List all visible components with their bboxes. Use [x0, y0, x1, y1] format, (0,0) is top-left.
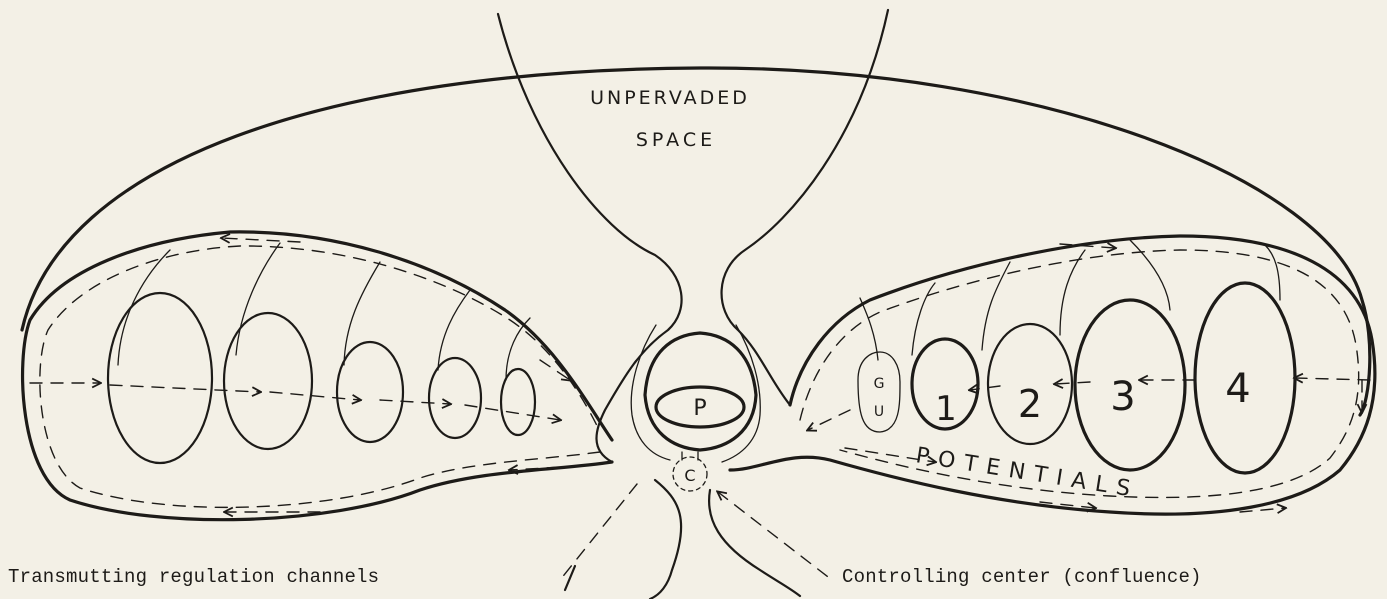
- left-leader-line: [560, 484, 637, 580]
- space-label: SPACE: [636, 129, 716, 151]
- right-axis-arrow: [808, 410, 850, 430]
- potential-2-label: 2: [1018, 382, 1042, 426]
- potential-3-label: 3: [1110, 374, 1135, 420]
- potential-4-label: 4: [1225, 366, 1250, 412]
- c-label: C: [684, 466, 695, 485]
- right-lobe-dashed: [800, 250, 1359, 497]
- left-oval-1: [108, 293, 212, 463]
- left-oval-3: [337, 342, 403, 442]
- g-label: G: [874, 376, 885, 392]
- left-top-arrow: [222, 238, 300, 242]
- right-channel: [982, 262, 1010, 350]
- caption-transmutting-channels: Transmutting regulation channels: [8, 566, 379, 588]
- left-oval-4: [429, 358, 481, 438]
- left-lobe: [23, 232, 612, 520]
- right-leader-line: [718, 492, 832, 580]
- stem-left: [650, 480, 681, 599]
- right-channel: [1060, 250, 1085, 335]
- left-axis-arrow: [110, 385, 260, 392]
- potential-1-label: 1: [935, 389, 957, 429]
- caption-controlling-center: Controlling center (confluence): [842, 566, 1202, 588]
- potentials-label: POTENTIALS: [914, 443, 1141, 503]
- right-oval-gu: [858, 352, 900, 432]
- left-lobe-dashed: [40, 246, 600, 507]
- left-channel: [236, 243, 280, 355]
- right-channel: [860, 298, 878, 360]
- center-lines: [682, 452, 698, 460]
- left-leader-tick: [565, 566, 575, 590]
- left-axis-arrow: [380, 400, 450, 404]
- left-channel: [344, 262, 380, 365]
- left-channel: [118, 250, 170, 365]
- outer-boundary: [22, 68, 1370, 415]
- p-body: [645, 333, 756, 450]
- left-oval-2: [224, 313, 312, 449]
- left-axis-arrow: [270, 392, 360, 400]
- stem-right: [709, 490, 800, 596]
- unpervaded-label: UNPERVADED: [590, 87, 750, 109]
- u-label: U: [874, 404, 884, 420]
- right-axis-arrow: [970, 386, 1000, 390]
- funnel-left-wall: [498, 14, 682, 462]
- p-label: P: [693, 396, 706, 421]
